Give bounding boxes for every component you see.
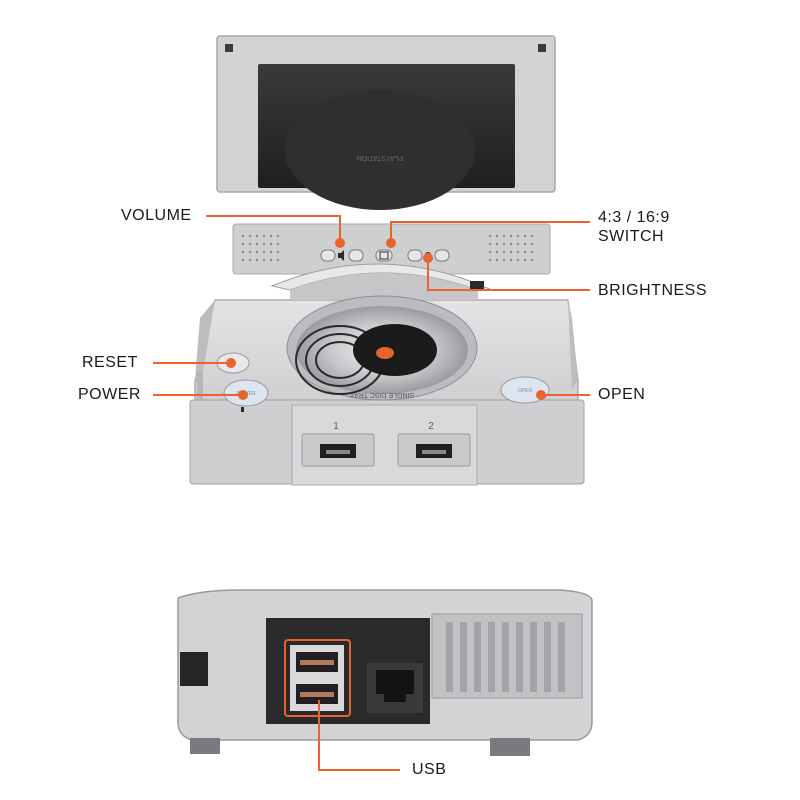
aspect-switch-button[interactable]	[375, 249, 393, 262]
aspect-switch-label-line2: SWITCH	[598, 228, 665, 245]
power-label: POWER	[78, 386, 141, 403]
right-speaker-grille	[488, 234, 534, 262]
console-back-view	[177, 589, 593, 756]
usb-highlight-box	[284, 639, 351, 717]
volume-label: VOLUME	[121, 207, 192, 224]
callout-lines	[153, 215, 590, 771]
reset-label: RESET	[82, 354, 138, 371]
flip-screen: PLAYSTATION	[216, 35, 556, 210]
speaker-icon	[338, 250, 344, 261]
brightness-label: BRIGHTNESS	[598, 282, 708, 299]
port-label-1: 1	[333, 421, 339, 432]
aspect-switch-label: 4:3 / 16:9 SWITCH	[598, 208, 670, 246]
svg-text:OPEN: OPEN	[518, 388, 533, 394]
rear-vent	[431, 613, 583, 699]
ethernet-port-icon[interactable]	[367, 663, 423, 713]
svg-text:PLAYSTATION: PLAYSTATION	[357, 154, 404, 161]
open-label: OPEN	[598, 386, 646, 403]
svg-text:SINGLE DISC TRAY: SINGLE DISC TRAY	[350, 391, 415, 398]
usb-port-icon[interactable]	[301, 433, 375, 467]
usb-port-icon[interactable]	[397, 433, 471, 467]
disc-spindle	[353, 324, 437, 376]
disc-tray: SINGLE DISC TRAY	[286, 295, 478, 401]
brightness-buttons[interactable]	[407, 249, 450, 262]
left-speaker-grille	[241, 234, 280, 262]
aspect-switch-label-line1: 4:3 / 16:9	[598, 209, 670, 226]
callout-dots	[226, 238, 546, 400]
aspect-ratio-icon	[379, 251, 389, 260]
port-label-2: 2	[428, 421, 434, 432]
console-top-view: PLAYSTATION	[189, 35, 585, 486]
rear-usb-ports[interactable]	[290, 645, 344, 711]
volume-buttons[interactable]	[320, 249, 364, 262]
usb-label: USB	[412, 761, 447, 778]
front-controller-ports: 1 2	[301, 421, 471, 467]
